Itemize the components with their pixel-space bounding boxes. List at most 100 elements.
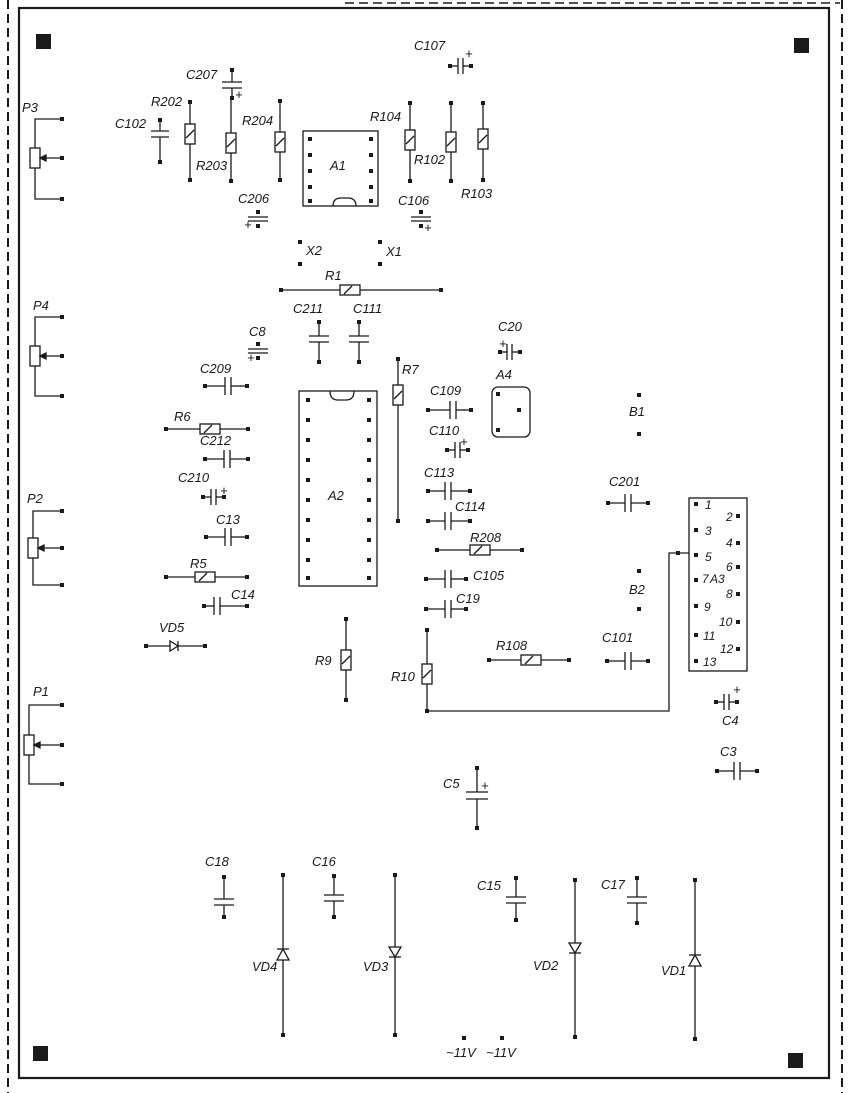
label-c14: C14 (231, 587, 255, 602)
capacitor-c18 (214, 877, 234, 917)
label-c113: C113 (424, 465, 455, 480)
capacitor-c109 (428, 401, 471, 419)
label-x1: X1 (385, 244, 402, 259)
connector-pin-number: 10 (719, 615, 733, 629)
capacitor-c8 (248, 348, 268, 354)
label-c3: C3 (720, 744, 737, 759)
label-r208: R208 (470, 530, 502, 545)
polarity-mark: + (220, 483, 228, 498)
label-vd1: VD1 (661, 963, 686, 978)
capacitor-c105 (426, 570, 466, 588)
capacitor-c14 (204, 597, 247, 615)
polarity-mark: + (235, 87, 243, 102)
connector-pin-number: 9 (704, 600, 711, 614)
resistor-r103 (477, 103, 489, 180)
resistor-r208 (437, 544, 522, 556)
label-c16: C16 (312, 854, 337, 869)
capacitor-c19 (426, 600, 466, 618)
label-x2: X2 (305, 243, 323, 258)
label-b1: B1 (629, 404, 645, 419)
diode-vd5 (146, 639, 205, 653)
resistor-r10 (421, 630, 433, 711)
connector-pin-number: 6 (726, 560, 733, 574)
label-r9: R9 (315, 653, 332, 668)
diode-vd4 (275, 875, 291, 1035)
resistor-r204 (274, 101, 286, 180)
label-c20: C20 (498, 319, 523, 334)
mounting-pad-top-left (36, 34, 51, 49)
label-c101: C101 (602, 630, 633, 645)
label-c201: C201 (609, 474, 640, 489)
label-c8: C8 (249, 324, 266, 339)
label-r202: R202 (151, 94, 183, 109)
resistor-r1 (281, 284, 441, 296)
label-supply-11v-left: ~11V (446, 1045, 477, 1060)
connector-pin-number: 4 (726, 536, 733, 550)
potentiometer-p1 (23, 704, 62, 785)
mounting-pad-bottom-right (788, 1053, 803, 1068)
label-c110: C110 (429, 423, 460, 438)
potentiometer-p4 (29, 316, 62, 397)
capacitor-c4 (716, 694, 737, 710)
label-b2: B2 (629, 582, 646, 597)
resistor-r203 (225, 98, 237, 181)
resistor-r102 (445, 103, 457, 181)
label-c17: C17 (601, 877, 626, 892)
resistor-r104 (404, 103, 416, 181)
label-c211: C211 (293, 301, 323, 316)
ic-a2 (298, 390, 378, 587)
connector-pin-number: 13 (703, 655, 717, 669)
trace-r10-a3 (427, 552, 689, 712)
capacitor-c114 (428, 512, 470, 530)
capacitor-c16 (324, 876, 344, 917)
connector-pin-number: 8 (726, 587, 733, 601)
label-r203: R203 (196, 158, 228, 173)
polarity-mark: + (424, 220, 432, 235)
label-r104: R104 (370, 109, 401, 124)
label-a2: A2 (327, 488, 345, 503)
label-vd5: VD5 (159, 620, 185, 635)
label-c106: C106 (398, 193, 430, 208)
connector-pin-number: 3 (705, 524, 712, 538)
capacitor-c201 (608, 494, 648, 512)
connector-pin-number: 7 (702, 572, 710, 586)
mounting-pad-bottom-left (33, 1046, 48, 1061)
label-c207: C207 (186, 67, 218, 82)
polarity-mark: + (244, 217, 252, 232)
label-c19: C19 (456, 591, 480, 606)
label-r5: R5 (190, 556, 207, 571)
potentiometer-p3 (29, 118, 62, 200)
diode-vd3 (387, 875, 403, 1035)
label-vd4: VD4 (252, 959, 277, 974)
label-c15: C15 (477, 878, 502, 893)
label-c18: C18 (205, 854, 230, 869)
capacitor-c209 (205, 377, 247, 395)
capacitor-c212 (205, 450, 248, 468)
label-c13: C13 (216, 512, 241, 527)
mounting-pad-top-right (794, 38, 809, 53)
label-r204: R204 (242, 113, 273, 128)
component-a4 (491, 386, 531, 438)
label-r102: R102 (414, 152, 446, 167)
label-r7: R7 (402, 362, 419, 377)
label-c5: C5 (443, 776, 460, 791)
capacitor-c5 (466, 768, 488, 828)
label-c212: C212 (200, 433, 232, 448)
label-p3: P3 (22, 100, 39, 115)
label-c111: C111 (353, 301, 382, 316)
label-r103: R103 (461, 186, 493, 201)
label-a3: A3 (709, 572, 725, 586)
label-r10: R10 (391, 669, 416, 684)
capacitor-c15 (506, 878, 526, 920)
polarity-mark: + (460, 434, 468, 449)
capacitor-c102 (151, 120, 169, 162)
polarity-mark: + (733, 682, 741, 697)
label-c210: C210 (178, 470, 210, 485)
label-c206: C206 (238, 191, 270, 206)
capacitor-c3 (717, 762, 757, 780)
label-c209: C209 (200, 361, 231, 376)
connector-pin-number: 5 (705, 550, 712, 564)
capacitor-c113 (428, 482, 470, 500)
connector-pin-number: 1 (705, 498, 712, 512)
